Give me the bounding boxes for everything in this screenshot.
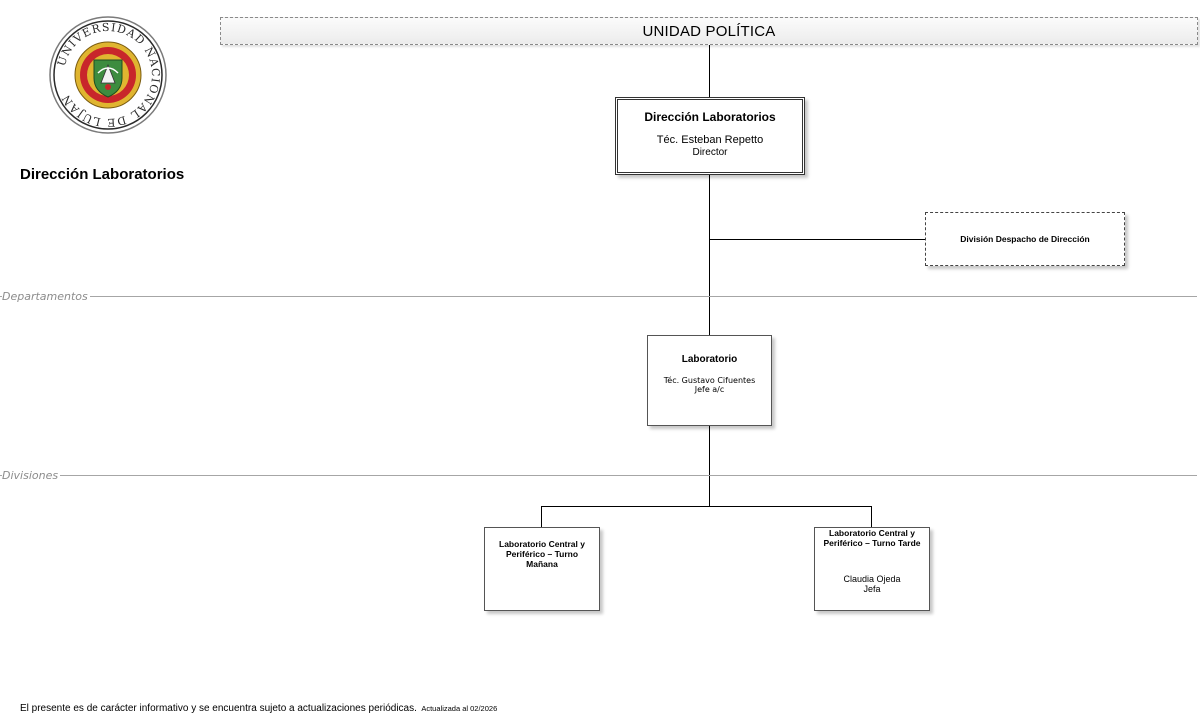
connector-despacho xyxy=(709,239,925,240)
divisiones-label: Divisiones xyxy=(2,469,61,482)
university-seal-icon: UNIVERSIDAD NACIONAL DE LUJAN xyxy=(49,16,167,134)
node-laboratorio: Laboratorio Téc. Gustavo Cifuentes Jefe … xyxy=(647,335,772,426)
node-turno-manana: Laboratorio Central y Periférico – Turno… xyxy=(484,527,600,611)
node-role: Jefe a/c xyxy=(694,385,725,394)
node-title: Laboratorio Central y Periférico – Turno… xyxy=(823,528,921,548)
departamentos-separator xyxy=(0,296,1197,297)
connector-turno-manana xyxy=(541,506,542,527)
departamentos-label: Departamentos xyxy=(2,290,90,303)
node-division-despacho: División Despacho de Dirección xyxy=(925,212,1125,266)
node-turno-tarde: Laboratorio Central y Periférico – Turno… xyxy=(814,527,930,611)
unidad-politica-header: UNIDAD POLÍTICA xyxy=(220,17,1198,45)
university-logo: UNIVERSIDAD NACIONAL DE LUJAN xyxy=(43,15,173,135)
page-title: Dirección Laboratorios xyxy=(20,166,185,183)
node-title: Laboratorio xyxy=(681,354,738,365)
node-person: Téc. Gustavo Cifuentes xyxy=(663,376,756,385)
connector-turno-tarde xyxy=(871,506,872,527)
footer-updated: Actualizada al 02/2026 xyxy=(421,704,498,713)
node-title: División Despacho de Dirección xyxy=(960,234,1090,244)
node-role: Jefa xyxy=(863,584,881,594)
connector-header-direccion xyxy=(709,45,710,97)
connector-direccion-laboratorio xyxy=(709,175,710,335)
node-title: Laboratorio Central y Periférico – Turno… xyxy=(499,539,585,569)
node-direccion-laboratorios: Dirección Laboratorios Téc. Esteban Repe… xyxy=(615,97,805,175)
node-role: Director xyxy=(692,147,728,158)
node-title: Dirección Laboratorios xyxy=(644,110,776,124)
node-person: Téc. Esteban Repetto xyxy=(656,134,764,146)
footer-text: El presente es de carácter informativo y… xyxy=(20,703,417,714)
divisiones-separator xyxy=(0,475,1197,476)
connector-laboratorio-divisions xyxy=(709,426,710,506)
connector-divisions-horizontal xyxy=(541,506,872,507)
node-person: Claudia Ojeda xyxy=(843,574,901,584)
footer-note: El presente es de carácter informativo y… xyxy=(20,698,497,716)
